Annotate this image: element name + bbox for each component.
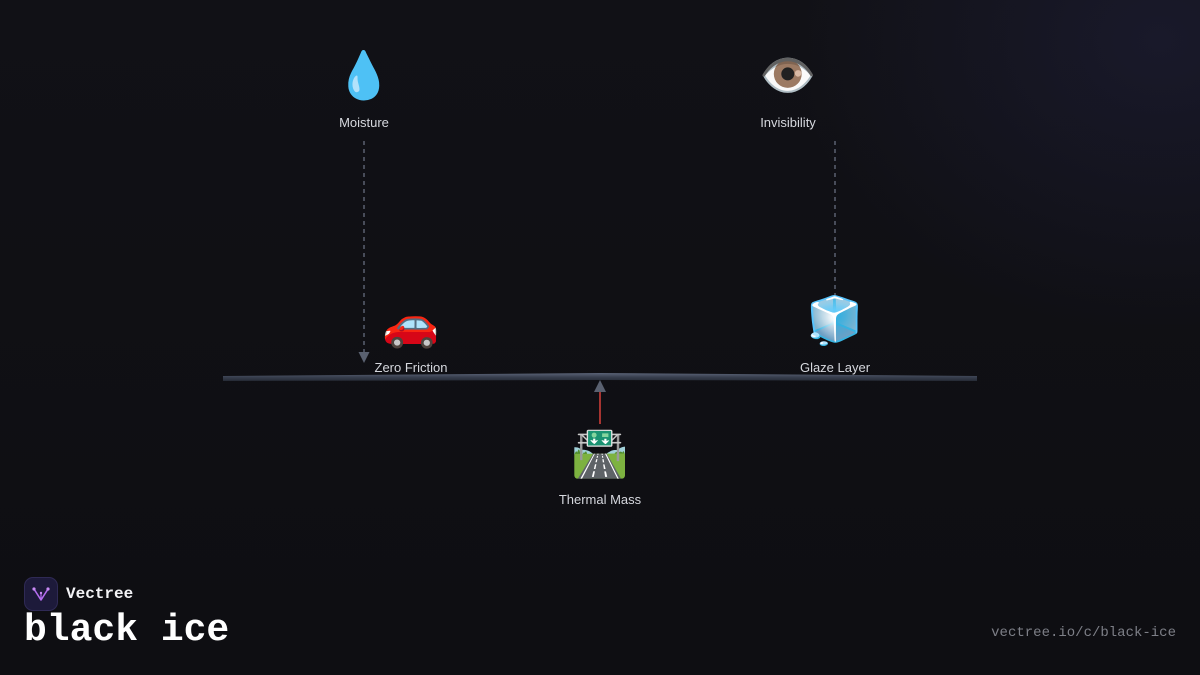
page-url[interactable]: vectree.io/c/black-ice bbox=[991, 625, 1176, 641]
node-label-invisibility: Invisibility bbox=[760, 115, 816, 130]
water-droplet-icon: 💧 bbox=[335, 48, 393, 102]
brand-name: Vectree bbox=[66, 585, 134, 603]
vectree-logo-icon bbox=[24, 577, 58, 611]
edge-moisture-arrowhead bbox=[358, 352, 370, 363]
eye-icon: 👁️ bbox=[759, 48, 817, 102]
ice-cube-icon: 🧊 bbox=[806, 293, 864, 347]
road-surface-line bbox=[223, 373, 977, 381]
edge-thermal-mass-arrowhead bbox=[594, 380, 606, 392]
motorway-icon: 🛣️ bbox=[571, 426, 629, 480]
node-label-moisture: Moisture bbox=[339, 115, 389, 130]
node-label-thermal-mass: Thermal Mass bbox=[558, 492, 642, 507]
car-icon: 🚗 bbox=[382, 296, 440, 350]
node-label-zero-friction: Zero Friction bbox=[374, 360, 448, 375]
node-label-glaze-layer: Glaze Layer bbox=[799, 360, 871, 375]
brand[interactable]: Vectree bbox=[24, 577, 133, 611]
page-title: black ice bbox=[24, 609, 230, 652]
